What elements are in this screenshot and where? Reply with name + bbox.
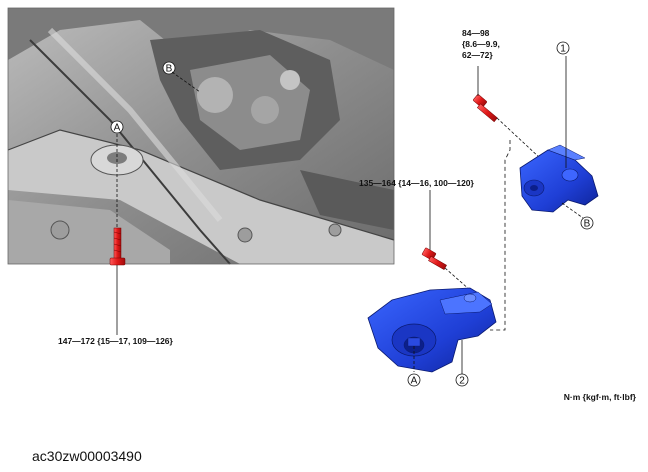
marker-a-engine-bay: A (110, 120, 124, 228)
lower-mount-bracket (367, 287, 497, 373)
figure-id: ac30zw00003490 (32, 448, 142, 464)
svg-text:{8.6—9.9,: {8.6—9.9, (462, 39, 500, 49)
torque-units: N·m {kgf·m, ft·lbf} (564, 392, 637, 402)
engine-bay-image (7, 7, 395, 265)
svg-text:B: B (584, 219, 591, 230)
svg-text:A: A (114, 123, 121, 134)
svg-text:62—72}: 62—72} (462, 50, 493, 60)
torque-rear-bolt: 135—164 {14—16, 100—120} (359, 178, 475, 188)
rear-bolt-red (421, 247, 447, 270)
torque-front-bolt: 147—172 {15—17, 109—126} (58, 336, 174, 346)
svg-text:1: 1 (560, 44, 566, 55)
rear-bolt-guide (444, 267, 471, 291)
part-1-label: 1 (556, 41, 570, 168)
upper-bolt-red (472, 94, 498, 123)
svg-text:2: 2 (459, 376, 465, 387)
svg-text:84—98: 84—98 (462, 28, 490, 38)
marker-b-bracket: B (561, 202, 594, 230)
torque-upper-bolt: 84—98 {8.6—9.9, 62—72} (462, 28, 500, 60)
front-bolt-red (109, 227, 126, 266)
svg-text:B: B (166, 64, 173, 75)
upper-mount-bracket (519, 144, 599, 213)
marker-b-engine-bay: B (162, 61, 201, 93)
svg-text:A: A (411, 376, 418, 387)
marker-a-mount: A (407, 346, 421, 387)
part-2-label: 2 (455, 340, 469, 387)
alignment-guide (490, 140, 511, 331)
